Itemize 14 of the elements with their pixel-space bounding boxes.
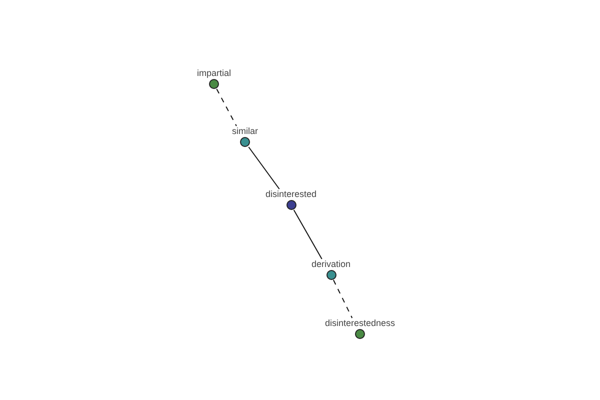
connector-line (248, 146, 280, 190)
dashed-connector (216, 88, 237, 126)
connector-line (293, 210, 322, 260)
node-label: impartial (197, 68, 231, 78)
graph-node (232, 126, 258, 147)
node-label: disinterested (265, 189, 317, 199)
graph-node (265, 189, 317, 210)
graph-node (197, 68, 231, 89)
graph-node (311, 259, 351, 280)
dashed-connector (332, 280, 353, 318)
node-label: disinterestedness (324, 318, 396, 328)
node-label: similar (232, 126, 258, 136)
graph-node (324, 318, 396, 339)
node-label: derivation (311, 259, 351, 269)
